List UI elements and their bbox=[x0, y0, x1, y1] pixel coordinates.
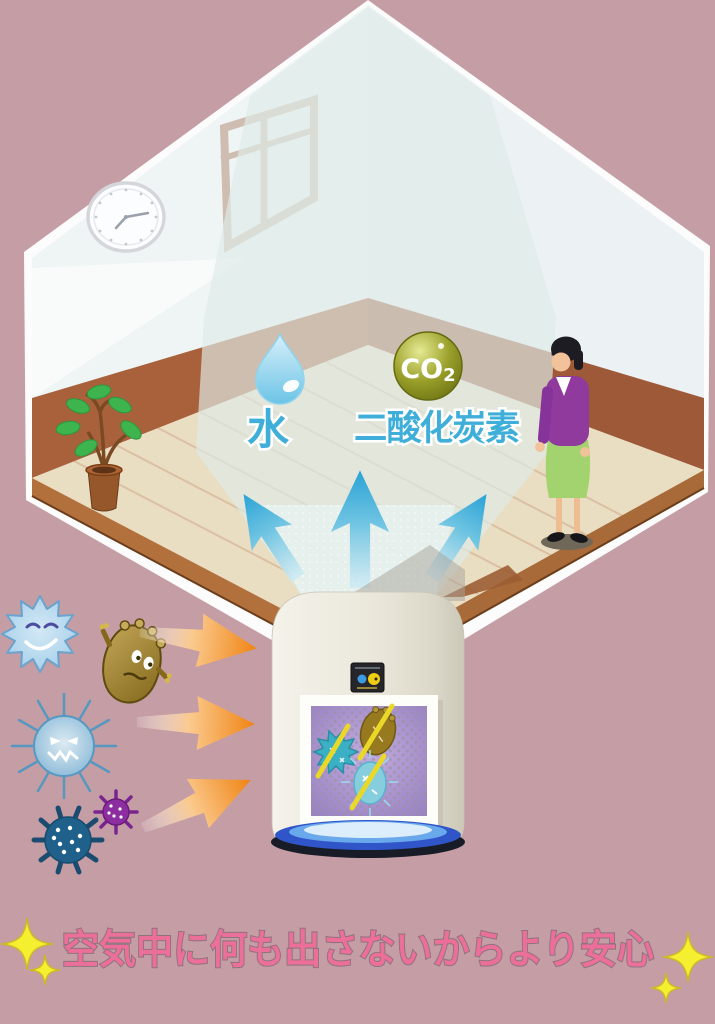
emission-co2: CO2 二酸化炭素 bbox=[352, 331, 523, 452]
caption-text: 空気中に何も出さないからより安心 bbox=[62, 927, 654, 973]
purifier-shadow bbox=[340, 545, 465, 601]
germs bbox=[1, 595, 172, 875]
caption-area: 空気中に何も出さないからより安心 bbox=[0, 917, 714, 1004]
co2-symbol: CO2 bbox=[400, 354, 455, 386]
co2-label: 二酸化炭素 bbox=[354, 409, 520, 449]
right-arrow-icon-2 bbox=[136, 696, 255, 751]
right-arrow-icon-1 bbox=[139, 613, 257, 668]
co2-ball-icon bbox=[393, 331, 463, 401]
emission-water: 水 bbox=[244, 332, 305, 457]
right-arrow-icon-3 bbox=[140, 778, 251, 833]
navy-virus-icon bbox=[31, 805, 105, 875]
sparkle-icon-left-big bbox=[0, 917, 54, 971]
sparkle-icon-right-big bbox=[662, 931, 714, 983]
spiky-sun-virus-icon bbox=[1, 595, 79, 673]
cardigan bbox=[546, 376, 589, 446]
sparkles bbox=[0, 917, 714, 1004]
small-purple-virus-icon bbox=[93, 789, 139, 835]
intake-arrows bbox=[136, 613, 257, 833]
mist-outer bbox=[196, 7, 556, 596]
wall-clock-icon bbox=[86, 181, 166, 253]
blob-bacterium-icon bbox=[99, 618, 172, 704]
up-left-arrow-icon bbox=[243, 494, 305, 583]
standing-woman-figure bbox=[535, 336, 593, 550]
left-wall-highlight bbox=[32, 258, 245, 398]
badge-blue-dot bbox=[357, 674, 367, 684]
purifier-glow-base bbox=[271, 820, 465, 858]
potted-plant-icon bbox=[55, 384, 142, 512]
up-arrow-icon bbox=[330, 470, 390, 588]
filter-window bbox=[300, 695, 443, 832]
purifier-badge bbox=[350, 662, 385, 693]
air-purifier bbox=[271, 545, 465, 858]
urchin-virus-icon bbox=[10, 692, 118, 800]
destroy-slashes bbox=[315, 703, 395, 811]
face bbox=[551, 352, 571, 372]
sparkle-icon-left-small bbox=[29, 954, 61, 986]
water-label: 水 bbox=[247, 405, 290, 454]
skirt bbox=[545, 440, 591, 498]
badge-yellow-dot bbox=[368, 673, 380, 685]
sparkle-icon-right-small bbox=[650, 972, 682, 1004]
